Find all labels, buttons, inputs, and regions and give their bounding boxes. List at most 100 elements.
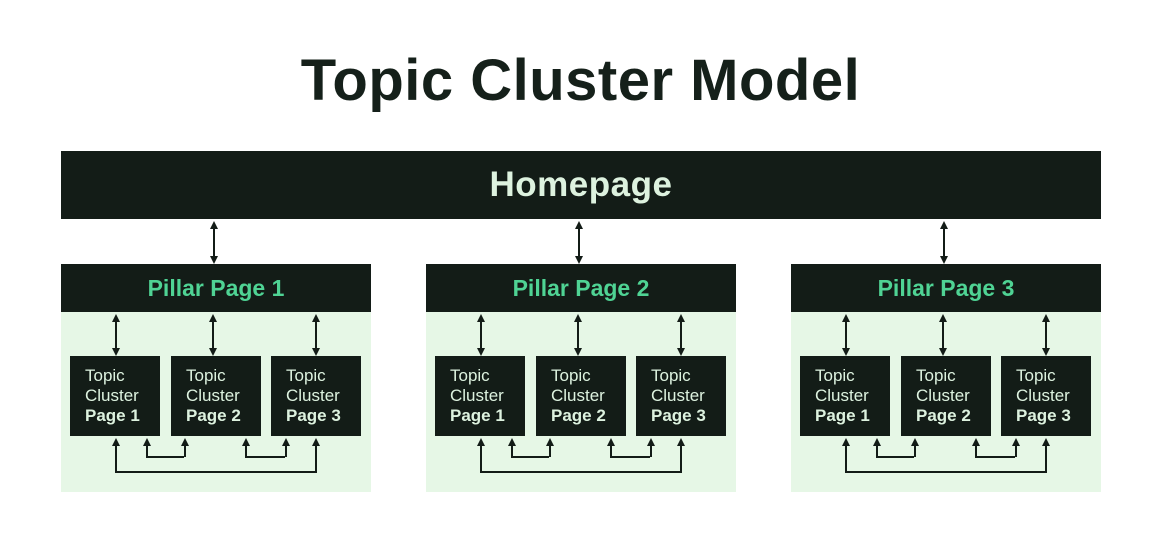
cluster-line-1: Topic [1016, 366, 1056, 385]
connector-line [914, 445, 916, 457]
arrow-up-icon [677, 438, 685, 446]
homepage-label: Homepage [489, 165, 673, 204]
cluster-page-number: Page 2 [916, 406, 971, 425]
connector-line [511, 456, 549, 458]
topic-cluster-page-2: Topic Cluster Page 2 [901, 356, 991, 436]
arrow-up-icon [940, 221, 948, 229]
topic-cluster-page-3: Topic Cluster Page 3 [1001, 356, 1091, 436]
topic-cluster-page-1: Topic Cluster Page 1 [800, 356, 890, 436]
cluster-page-number: Page 1 [85, 406, 140, 425]
connector-line [115, 445, 117, 472]
arrow-down-icon [939, 348, 947, 356]
connector-line [285, 445, 287, 457]
cluster-line-2: Cluster [651, 386, 705, 405]
connector-line [511, 445, 513, 457]
arrow-up-icon [911, 438, 919, 446]
connector-line [578, 228, 580, 257]
connector-line [942, 321, 944, 349]
arrow-up-icon [312, 438, 320, 446]
topic-cluster-page-2: Topic Cluster Page 2 [171, 356, 261, 436]
diagram-title: Topic Cluster Model [300, 48, 861, 113]
cluster-line-1: Topic [651, 366, 691, 385]
arrow-up-icon [842, 314, 850, 322]
arrow-up-icon [575, 221, 583, 229]
arrow-down-icon [575, 256, 583, 264]
connector-line [480, 471, 682, 473]
arrow-up-icon [112, 438, 120, 446]
cluster-line-2: Cluster [85, 386, 139, 405]
arrow-up-icon [112, 314, 120, 322]
cluster-line-1: Topic [186, 366, 226, 385]
topic-cluster-page-3: Topic Cluster Page 3 [271, 356, 361, 436]
connector-line [680, 321, 682, 349]
connector-line [876, 456, 914, 458]
arrow-up-icon [939, 314, 947, 322]
pillar-page-2: Pillar Page 2 [426, 264, 736, 312]
connector-line [146, 456, 184, 458]
arrow-up-icon [972, 438, 980, 446]
connector-line [876, 445, 878, 457]
arrow-down-icon [677, 348, 685, 356]
topic-cluster-page-1: Topic Cluster Page 1 [435, 356, 525, 436]
arrow-up-icon [477, 314, 485, 322]
cluster-line-2: Cluster [450, 386, 504, 405]
connector-line [943, 228, 945, 257]
pillar-group-2: Pillar Page 2 Topic Cluster Page 1 Topic… [426, 264, 736, 492]
arrow-up-icon [508, 438, 516, 446]
arrow-up-icon [647, 438, 655, 446]
connector-line [975, 445, 977, 457]
arrow-up-icon [842, 438, 850, 446]
cluster-page-number: Page 2 [551, 406, 606, 425]
cluster-line-2: Cluster [286, 386, 340, 405]
topic-cluster-page-2: Topic Cluster Page 2 [536, 356, 626, 436]
arrow-up-icon [242, 438, 250, 446]
arrow-up-icon [574, 314, 582, 322]
connector-line [845, 321, 847, 349]
pillar-page-label: Pillar Page 2 [512, 274, 650, 301]
cluster-page-number: Page 3 [651, 406, 706, 425]
connector-line [845, 471, 1047, 473]
connector-line [315, 321, 317, 349]
connector-line [212, 321, 214, 349]
topic-cluster-page-1: Topic Cluster Page 1 [70, 356, 160, 436]
connector-line [549, 445, 551, 457]
arrow-up-icon [143, 438, 151, 446]
arrow-up-icon [209, 314, 217, 322]
cluster-line-1: Topic [286, 366, 326, 385]
connector-line [480, 321, 482, 349]
cluster-line-2: Cluster [551, 386, 605, 405]
arrow-up-icon [1042, 314, 1050, 322]
connector-line [1045, 321, 1047, 349]
arrow-down-icon [574, 348, 582, 356]
arrow-down-icon [210, 256, 218, 264]
connector-line [1045, 445, 1047, 472]
arrow-up-icon [677, 314, 685, 322]
connector-line [146, 445, 148, 457]
pillar-page-label: Pillar Page 1 [147, 274, 285, 301]
arrow-up-icon [1012, 438, 1020, 446]
arrow-up-icon [210, 221, 218, 229]
arrow-down-icon [209, 348, 217, 356]
arrow-down-icon [477, 348, 485, 356]
connector-line [650, 445, 652, 457]
connector-line [315, 445, 317, 472]
arrow-up-icon [282, 438, 290, 446]
pillar-group-1: Pillar Page 1 Topic Cluster Page 1 Topic… [61, 264, 371, 492]
cluster-page-number: Page 3 [1016, 406, 1071, 425]
connector-line [845, 445, 847, 472]
cluster-page-number: Page 2 [186, 406, 241, 425]
connector-line [115, 321, 117, 349]
cluster-line-1: Topic [916, 366, 956, 385]
arrow-down-icon [1042, 348, 1050, 356]
cluster-line-1: Topic [551, 366, 591, 385]
pillar-page-1: Pillar Page 1 [61, 264, 371, 312]
connector-line [245, 445, 247, 457]
cluster-line-2: Cluster [815, 386, 869, 405]
pillar-group-3: Pillar Page 3 Topic Cluster Page 1 Topic… [791, 264, 1101, 492]
cluster-page-number: Page 1 [815, 406, 870, 425]
connector-line [245, 456, 285, 458]
connector-line [184, 445, 186, 457]
arrow-down-icon [842, 348, 850, 356]
connector-line [577, 321, 579, 349]
connector-line [1015, 445, 1017, 457]
